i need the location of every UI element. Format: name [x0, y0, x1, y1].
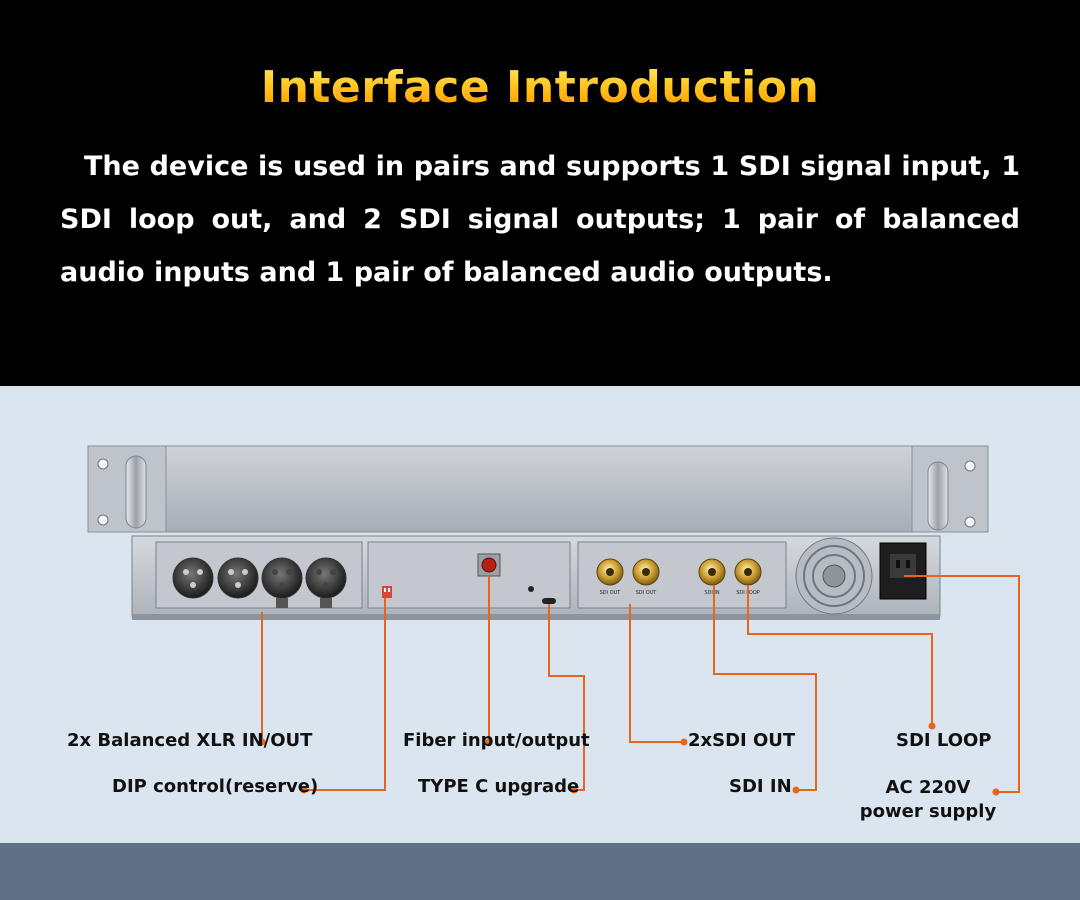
- callout-line-typec: [548, 604, 585, 791]
- device-diagram: SDI OUT SDI OUT SDI IN SDI LOOP: [87, 445, 1020, 796]
- callout-label-xlr: 2x Balanced XLR IN/OUT: [67, 730, 313, 751]
- xlr-module: [155, 541, 363, 609]
- callout-label-ac-line1: AC 220V: [885, 777, 971, 798]
- sdi-module: SDI OUT SDI OUT SDI IN SDI LOOP: [577, 541, 787, 609]
- description-text: The device is used in pairs and supports…: [60, 151, 1020, 288]
- port-label-sdi-out: SDI OUT: [636, 590, 658, 596]
- callout-line-ac: [904, 575, 1020, 793]
- chassis-top-plate: [87, 445, 989, 533]
- fiber-port-icon: [477, 553, 501, 577]
- callout-line-dip: [304, 598, 386, 791]
- rack-handle-right: [927, 460, 976, 531]
- fan-icon: [795, 537, 873, 615]
- callout-label-typec: TYPE C upgrade: [418, 776, 580, 797]
- xlr-connector: [261, 557, 303, 608]
- callout-label-dip: DIP control(reserve): [112, 776, 319, 797]
- power-socket-icon: [879, 542, 927, 600]
- callout-label-ac-line2: power supply: [859, 801, 997, 822]
- rack-handle-left: [97, 455, 147, 529]
- xlr-connector: [217, 557, 259, 599]
- port-label-sdi-out: SDI OUT: [600, 590, 622, 596]
- callout-line-sdi-loop: [747, 585, 933, 726]
- callout-label-ac: AC 220V power supply: [858, 776, 998, 824]
- xlr-connector: [172, 557, 214, 599]
- port-label-sdi-in: SDI IN: [704, 590, 720, 596]
- header-section: Interface Introduction The device is use…: [0, 0, 1080, 386]
- callout-label-sdi-out: 2xSDI OUT: [688, 730, 796, 751]
- callout-label-sdi-in: SDI IN: [729, 776, 792, 797]
- dip-switch-icon: [382, 586, 392, 598]
- callout-line-sdi-in: [713, 585, 817, 791]
- callout-lines: [261, 575, 1020, 793]
- page-title: Interface Introduction: [0, 58, 1080, 118]
- xlr-connector: [305, 557, 347, 608]
- type-c-port-icon: [542, 598, 556, 604]
- fiber-module: [367, 541, 571, 609]
- callout-dots: [258, 722, 1000, 796]
- callout-label-sdi-loop: SDI LOOP: [896, 730, 992, 751]
- indicator-led: [528, 586, 534, 592]
- callout-line-sdi-out: [629, 604, 684, 743]
- footer-bar: [0, 843, 1080, 900]
- callout-label-fiber: Fiber input/output: [403, 730, 590, 751]
